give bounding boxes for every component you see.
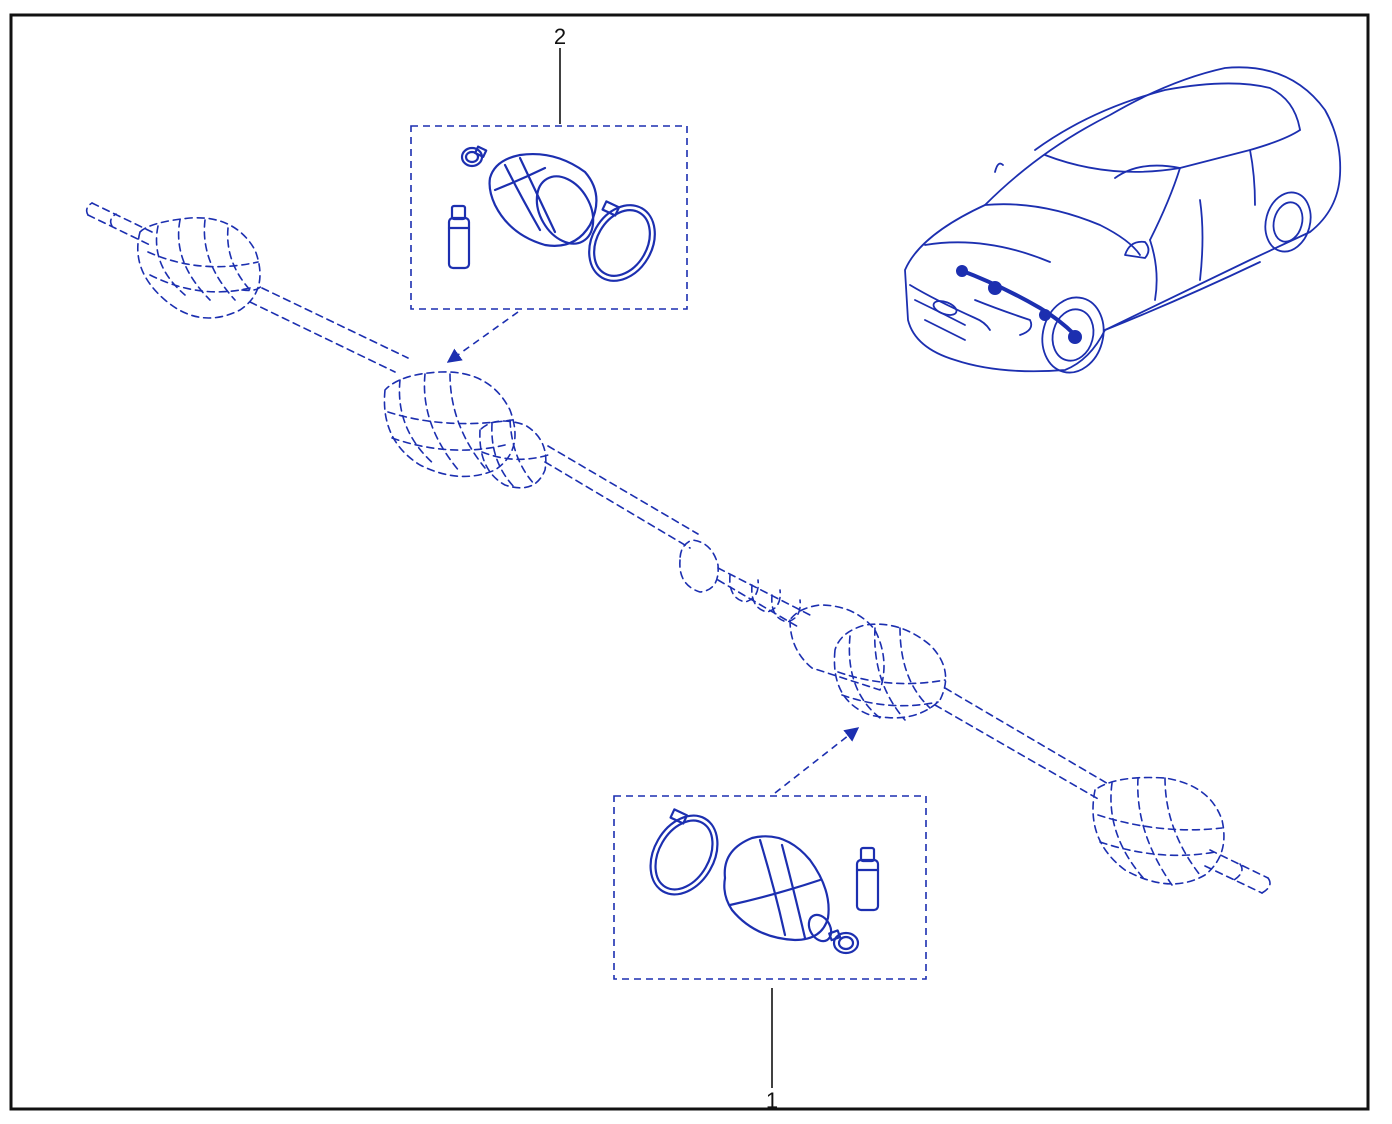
kit-2-dashed-box (410, 125, 688, 310)
callout-2-number: 2 (554, 24, 566, 49)
car-mirror (1124, 240, 1150, 259)
kit-1-arrow (774, 727, 860, 794)
left-outer-cv-boot (137, 216, 263, 319)
right-joint-housing (789, 604, 885, 691)
right-outer-cv-boot (1092, 776, 1225, 886)
kit-1-cv-boot (723, 835, 833, 943)
left-spline-end (85, 202, 153, 246)
car-body-outline (904, 66, 1342, 373)
vehicle-locator-illustration (904, 66, 1342, 374)
kit-2-arrow (446, 311, 519, 363)
kit-1-grease-tube (855, 846, 880, 912)
kit-1-large-clamp (649, 808, 719, 896)
boot-kit-1: 1 (613, 727, 927, 1113)
middle-small-boot (479, 419, 549, 489)
kit-2-grease-tube (447, 204, 471, 270)
right-inner-cv-boot (833, 623, 947, 721)
boot-kit-2: 2 (410, 24, 688, 363)
car-headlight (974, 299, 1033, 336)
driveshaft-assembly (85, 202, 1271, 894)
car-front-grille (909, 284, 991, 331)
diagram-frame (9, 13, 1370, 1111)
kit-1-small-clamp (828, 929, 860, 955)
callout-1-number: 1 (766, 1088, 778, 1113)
right-spline-end (1204, 849, 1271, 894)
kit-2-cv-boot (488, 153, 598, 247)
car-rear-wheel (1264, 191, 1312, 253)
kit-2-small-clamp (460, 145, 488, 168)
kit-1-dashed-box (613, 795, 927, 980)
car-driveshaft-highlight (956, 265, 1082, 344)
car-front-wheel (1041, 296, 1105, 374)
kit-2-large-clamp (588, 200, 656, 282)
